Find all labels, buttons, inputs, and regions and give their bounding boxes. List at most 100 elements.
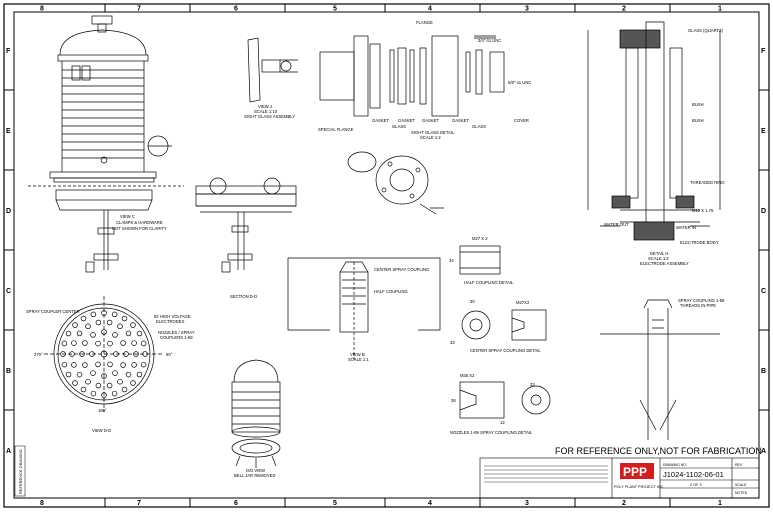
row-label: E <box>761 128 766 135</box>
nozzle-hole <box>95 382 102 389</box>
center-spray-coupling-label: CENTER SPRAY COUPLING <box>374 267 429 272</box>
gasket-label: GASKET <box>452 118 469 123</box>
diameter-dimension: 34 <box>449 258 454 263</box>
row-label: B <box>761 368 766 375</box>
row-label: B <box>6 368 11 375</box>
nozzle-hole <box>140 361 147 368</box>
nozzle-hole <box>61 361 68 368</box>
angle-label: 90° <box>166 352 173 357</box>
col-label: 5 <box>333 500 337 507</box>
nozzle-hole <box>61 340 68 347</box>
iso-view-drawing <box>231 359 281 468</box>
scale-value: NOTED <box>735 491 748 495</box>
half-coupling-detail-drawing <box>459 245 501 275</box>
nozzle-hole <box>121 386 128 393</box>
nozzle-hole <box>90 332 96 338</box>
view-j-caption: SIGHT GLASS ASSEMBLY <box>244 114 295 119</box>
nozzle-hole <box>80 386 87 393</box>
nozzle-hole <box>95 361 101 368</box>
spray-thread-label: THREADS IN PIPE <box>680 303 716 308</box>
detail-h-title: DETAIL H <box>650 251 668 256</box>
spray-coupling-pipe-drawing <box>600 299 720 440</box>
angle-label: 180° <box>98 408 107 413</box>
view-dd-title: VIEW D-D <box>92 428 111 433</box>
nozzle-hole <box>89 351 95 357</box>
view-j-scale: SCALE 1:10 <box>254 109 278 114</box>
center-spray-detail-drawing <box>461 309 547 341</box>
col-label: 7 <box>137 500 141 507</box>
view-c-title: VIEW C <box>120 214 135 219</box>
nozzle-hole <box>112 332 118 338</box>
nozzle-hole <box>125 371 132 378</box>
nozzle-hole <box>140 340 147 347</box>
nozzles-detail-drawing <box>459 381 551 419</box>
diameter-dimension: 33 <box>450 340 455 345</box>
diameter-dimension: 33 <box>530 382 535 387</box>
col-label: 7 <box>137 6 141 13</box>
scale-label: SCALE <box>735 483 747 487</box>
nozzle-hole <box>131 340 137 346</box>
view-j-drawing <box>247 37 298 103</box>
nozzle-hole <box>82 340 88 346</box>
gasket-label: GASKET <box>398 118 415 123</box>
nozzle-hole <box>69 351 75 357</box>
nozzle-hole <box>101 329 107 335</box>
nozzle-hole <box>101 310 107 316</box>
nozzle-hole <box>76 330 83 337</box>
gasket-label: GASKET <box>372 118 389 123</box>
drawing-no-label: DRAWING NO. <box>663 463 687 467</box>
view-c-note: CLAMPS & HARDWARE <box>116 220 163 225</box>
thread-dimension: M27X2 <box>516 300 530 305</box>
center-spray-hole <box>100 350 108 358</box>
nozzle-hole <box>101 373 107 379</box>
nozzle-hole <box>79 351 85 357</box>
sight-glass-detail-drawing <box>319 35 505 117</box>
nozzle-hole <box>121 315 128 322</box>
view-b-scale: SCALE 1:1 <box>348 357 369 362</box>
col-label: 1 <box>718 6 722 13</box>
view-c-note: NOT SHOWN FOR CLARITY <box>112 226 167 231</box>
nozzle-hole <box>80 315 87 322</box>
nozzle-hole <box>71 362 77 368</box>
detail-h-caption: ELECTRODE ASSEMBLY <box>640 261 689 266</box>
threaded-ring-label: THREADED RING <box>690 180 725 185</box>
nozzle-hole <box>142 351 148 357</box>
nozzle-hole <box>123 351 129 357</box>
title-block <box>479 457 760 499</box>
nozzle-hole <box>72 380 78 386</box>
company-logo-text: PPP <box>623 465 647 479</box>
nozzle-hole <box>65 330 72 337</box>
angle-label: 270° <box>34 352 43 357</box>
water-out-label: WATER OUT <box>604 222 629 227</box>
section-dd-drawing <box>195 177 297 273</box>
nozzle-hole <box>106 319 113 326</box>
view-j-title: VIEW J <box>258 104 272 109</box>
iso-flange-drawing <box>347 151 444 215</box>
half-coupling-label: HALF COUPLING <box>374 289 408 294</box>
col-label: 5 <box>333 6 337 13</box>
column-markers-top: 8 7 6 5 4 3 2 1 <box>40 4 722 13</box>
nozzle-hole <box>107 361 113 368</box>
half-coupling-detail-title: HALF COUPLING DETAIL <box>464 280 514 285</box>
section-dd-title: SECTION D-D <box>230 294 257 299</box>
reactor-vessel-drawing <box>28 15 184 273</box>
col-label: 1 <box>718 500 722 507</box>
nozzles-detail-title: NOZZLES 1-69 SPRAY COUPLING DETAIL <box>450 430 533 435</box>
height-dimension: 38 <box>451 398 456 403</box>
nozzle-hole <box>90 311 97 318</box>
row-label: F <box>6 48 11 55</box>
nozzle-hole <box>95 340 101 347</box>
thread-dimension: M27 X 2 <box>472 236 488 241</box>
nozzle-hole <box>111 311 118 318</box>
nozzle-hole <box>136 330 143 337</box>
col-label: 2 <box>622 500 626 507</box>
view-b-drawing <box>287 257 441 360</box>
nozzle-hole <box>117 378 123 385</box>
nozzle-hole <box>90 370 96 376</box>
electrodes-label: 82 HIGH VOLTAGE <box>154 314 191 319</box>
nozzle-hole <box>120 340 126 346</box>
thread-dimension: M35 X2 <box>460 373 475 378</box>
flange-label: FLANGE <box>416 20 433 25</box>
